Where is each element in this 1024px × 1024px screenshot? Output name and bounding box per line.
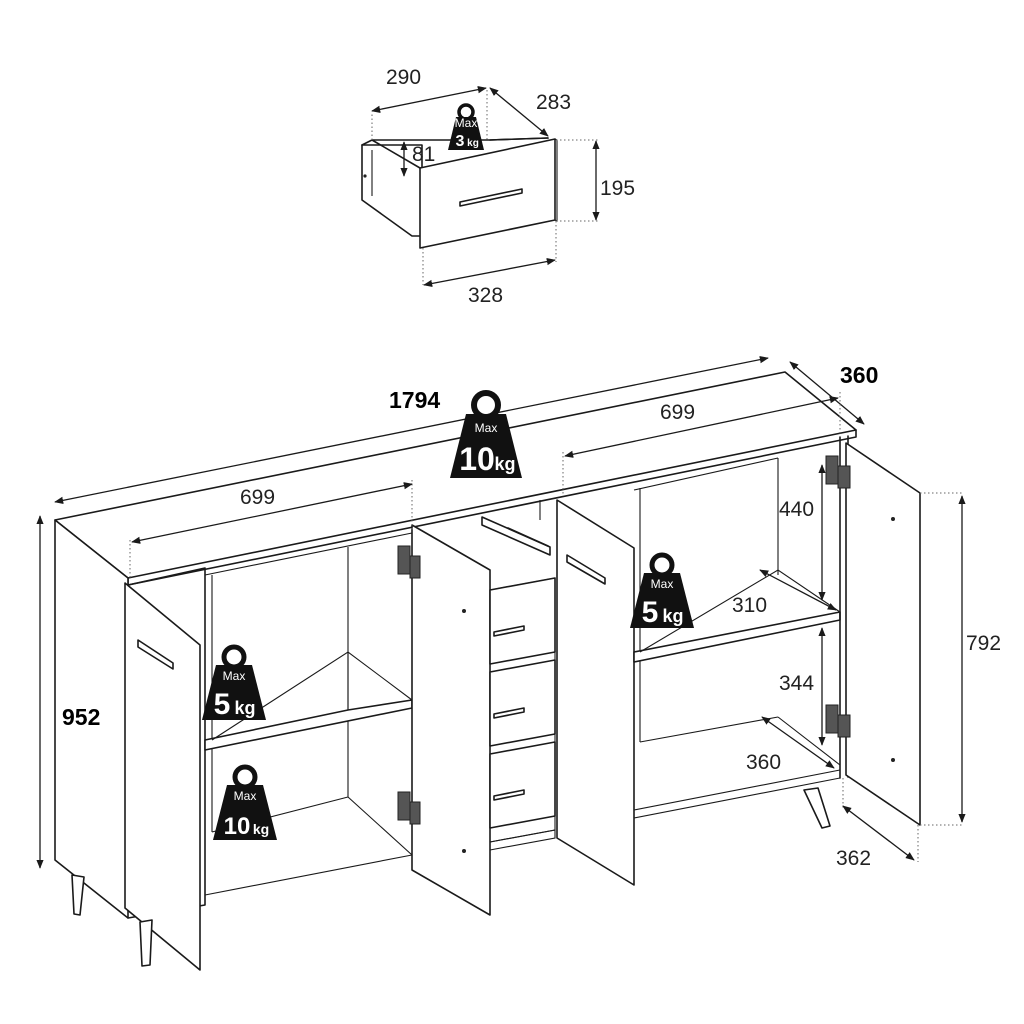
svg-text:kg: kg <box>253 821 269 837</box>
svg-text:5: 5 <box>642 596 659 629</box>
drawer-width-label: 290 <box>386 66 421 89</box>
drawer-weight-icon: Max 3 kg <box>448 103 484 150</box>
right-outer-door-upper-hinge <box>825 455 851 489</box>
left-inner-door-upper-hinge <box>397 545 421 579</box>
depth-label: 360 <box>840 362 878 388</box>
upper-compartment-height-label: 440 <box>779 498 814 521</box>
leg-front-right <box>803 787 831 829</box>
drawer-front-width-dimension-line <box>423 257 556 288</box>
drawer-width-dimension-line <box>371 86 487 113</box>
leg-front-left <box>139 919 153 967</box>
door-width-dimension-line <box>842 805 915 861</box>
lower-compartment-height-label: 344 <box>779 672 814 695</box>
bottom-depth-dimension-line <box>761 716 835 769</box>
door-width-label: 362 <box>836 847 871 870</box>
bottom-depth-label: 360 <box>746 751 781 774</box>
sideboard-cabinet: 1794 360 952 699 699 440 310 344 360 792 <box>36 356 1001 971</box>
depth-dimension-line <box>789 361 865 425</box>
leg-back-left <box>71 874 85 916</box>
right-outer-door <box>845 442 921 826</box>
left-outer-door <box>124 582 201 971</box>
svg-text:Max: Max <box>223 669 246 683</box>
center-drawer-2 <box>489 659 556 747</box>
svg-text:10: 10 <box>224 813 251 840</box>
left-inner-door-lower-hinge <box>397 791 421 825</box>
center-drawer-1 <box>489 577 556 665</box>
left-bottom-weight-icon: Max 10 kg <box>213 764 277 840</box>
svg-text:10: 10 <box>459 441 495 477</box>
total-width-dimension-line <box>54 356 769 504</box>
svg-text:kg: kg <box>494 454 515 474</box>
door-height-label: 792 <box>966 632 1001 655</box>
left-shelf-weight-icon: Max 5 kg <box>202 644 266 721</box>
total-width-label: 1794 <box>389 387 440 413</box>
svg-text:kg: kg <box>467 138 479 149</box>
right-compartment-width-label: 699 <box>660 401 695 424</box>
right-compartment-width-dimension-line <box>564 396 839 458</box>
shelf-depth-dimension-line <box>759 569 837 611</box>
svg-text:3: 3 <box>456 133 465 150</box>
drawer-depth-label: 283 <box>536 91 571 114</box>
drawer-handle <box>459 188 523 207</box>
top-weight-icon: Max 10 kg <box>450 390 522 478</box>
left-compartment-width-label: 699 <box>240 486 275 509</box>
drawer-height-label: 195 <box>600 177 635 200</box>
drawer-front-width-label: 328 <box>468 284 503 307</box>
drawer-depth-dimension-line <box>489 87 549 137</box>
svg-text:kg: kg <box>662 606 683 626</box>
svg-text:Max: Max <box>455 116 478 130</box>
svg-text:Max: Max <box>651 577 674 591</box>
right-inner-door <box>556 499 635 886</box>
center-drawer-3 <box>489 741 556 829</box>
svg-text:kg: kg <box>234 698 255 718</box>
svg-text:Max: Max <box>475 421 498 435</box>
left-inner-door <box>411 524 491 916</box>
height-label: 952 <box>62 704 100 730</box>
svg-text:5: 5 <box>214 688 231 721</box>
drawer-front <box>419 138 556 249</box>
drawer-detail: 290 283 81 195 328 Max 3 kg <box>361 66 635 307</box>
svg-text:Max: Max <box>234 789 257 803</box>
shelf-depth-label: 310 <box>732 594 767 617</box>
left-compartment-width-dimension-line <box>131 482 413 544</box>
right-shelf-weight-icon: Max 5 kg <box>630 552 694 629</box>
drawer-inner-height-label: 81 <box>412 143 435 166</box>
